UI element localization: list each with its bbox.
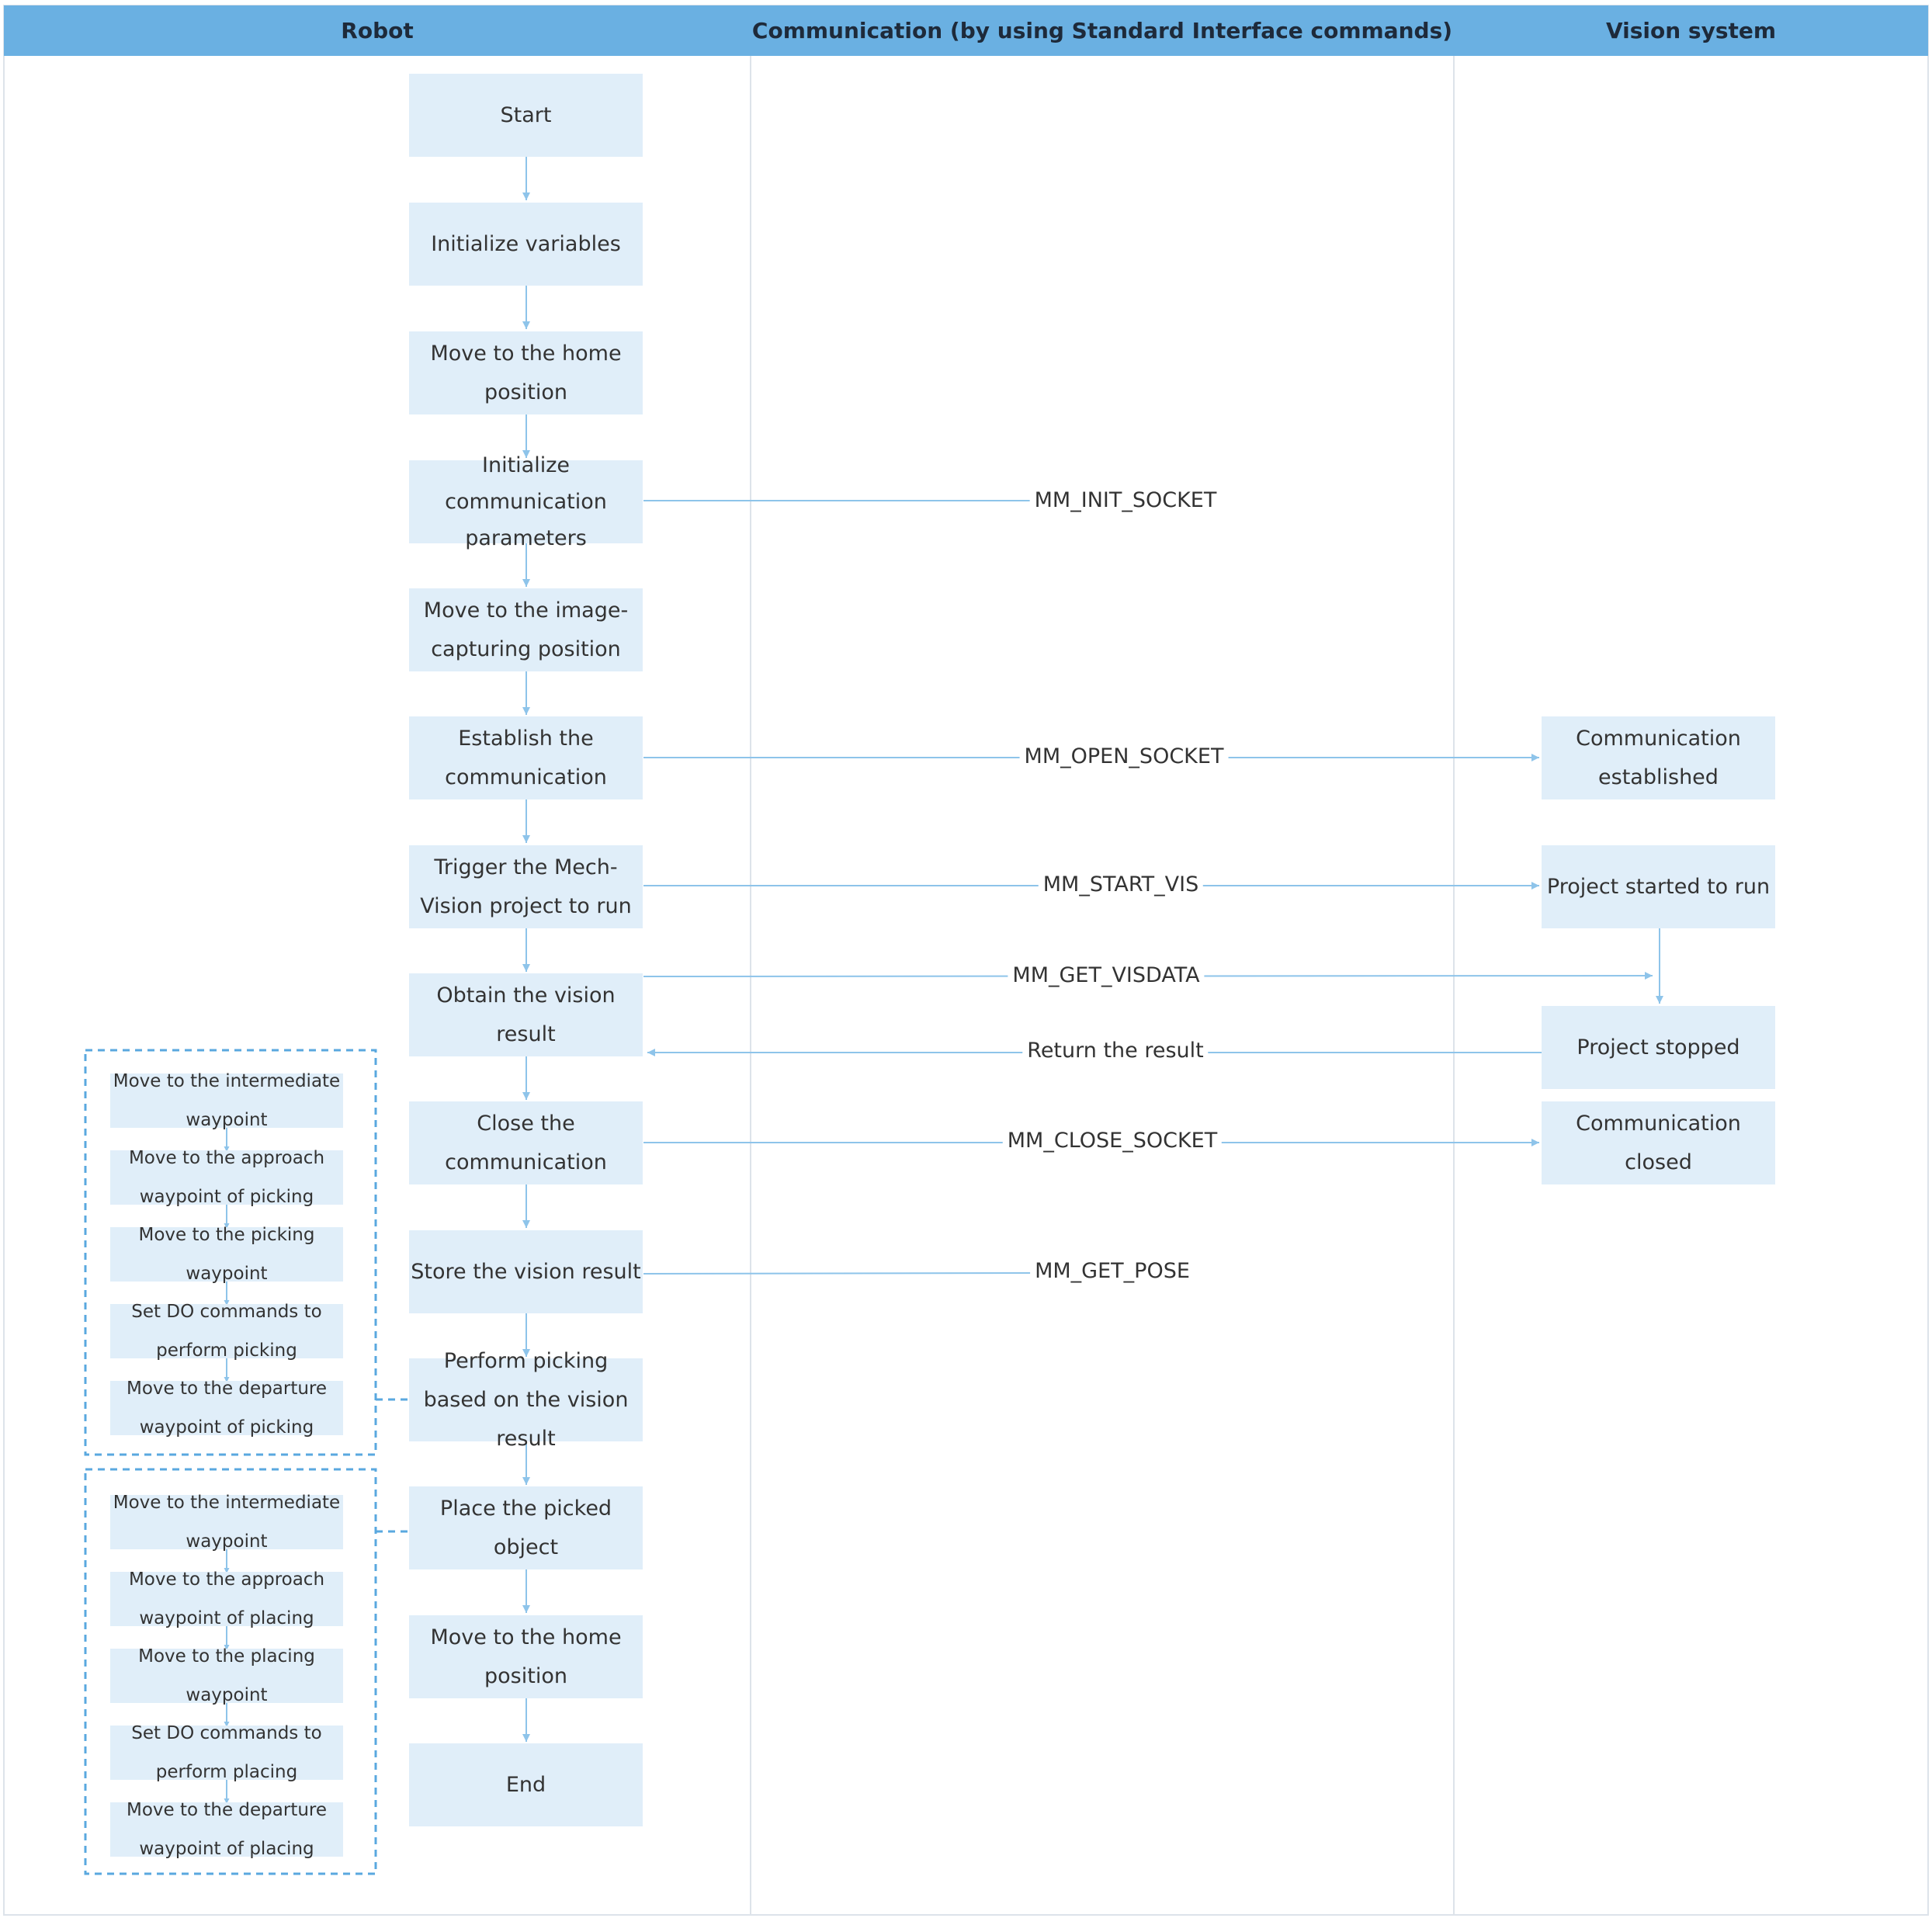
step-perform-picking: Perform picking based on the vision resu… <box>409 1349 643 1451</box>
command-open-socket: MM_OPEN_SOCKET <box>1019 744 1229 770</box>
command-get-visdata: MM_GET_VISDATA <box>1008 962 1205 989</box>
pick-substep: Move to the intermediate waypoint <box>110 1071 343 1130</box>
lane-header-communication: Communication (by using Standard Interfa… <box>751 5 1454 56</box>
vision-communication-established: Communication established <box>1542 716 1775 799</box>
place-substep: Move to the approach waypoint of placing <box>110 1569 343 1628</box>
step-close-communication: Close the communication <box>409 1101 643 1184</box>
place-substep: Move to the intermediate waypoint <box>110 1493 343 1552</box>
step-move-home-final: Move to the home position <box>409 1615 643 1698</box>
command-return-result: Return the result <box>1022 1038 1209 1064</box>
command-start-vis: MM_START_VIS <box>1038 872 1204 898</box>
command-get-pose: MM_GET_POSE <box>1030 1258 1195 1285</box>
step-obtain-vision-result: Obtain the vision result <box>409 973 643 1056</box>
place-substep: Set DO commands to perform placing <box>110 1723 343 1782</box>
lane-header-vision: Vision system <box>1454 5 1928 56</box>
vision-communication-closed: Communication closed <box>1542 1101 1775 1184</box>
pick-substep: Move to the approach waypoint of picking <box>110 1148 343 1207</box>
step-end: End <box>409 1743 643 1826</box>
vision-project-stopped: Project stopped <box>1542 1006 1775 1089</box>
vision-project-started: Project started to run <box>1542 845 1775 928</box>
get-pose-line <box>643 1272 1038 1275</box>
pick-substep: Move to the picking waypoint <box>110 1225 343 1284</box>
command-close-socket: MM_CLOSE_SOCKET <box>1002 1128 1223 1154</box>
step-store-vision-result: Store the vision result <box>409 1230 643 1313</box>
step-move-capture-position: Move to the image-capturing position <box>409 588 643 671</box>
step-trigger-project: Trigger the Mech-Vision project to run <box>409 845 643 928</box>
pick-substep: Move to the departure waypoint of pickin… <box>110 1379 343 1438</box>
command-init-socket: MM_INIT_SOCKET <box>1029 487 1222 514</box>
step-place-object: Place the picked object <box>409 1486 643 1569</box>
step-init-communication: Initialize communication parameters <box>409 453 643 550</box>
step-start: Start <box>409 74 643 157</box>
step-establish-communication: Establish the communication <box>409 716 643 799</box>
lane-header-robot: Robot <box>4 5 751 56</box>
step-initialize-variables: Initialize variables <box>409 203 643 286</box>
place-substep: Move to the departure waypoint of placin… <box>110 1800 343 1859</box>
pick-substep: Set DO commands to perform picking <box>110 1302 343 1361</box>
place-substep: Move to the placing waypoint <box>110 1646 343 1705</box>
step-move-home: Move to the home position <box>409 331 643 414</box>
